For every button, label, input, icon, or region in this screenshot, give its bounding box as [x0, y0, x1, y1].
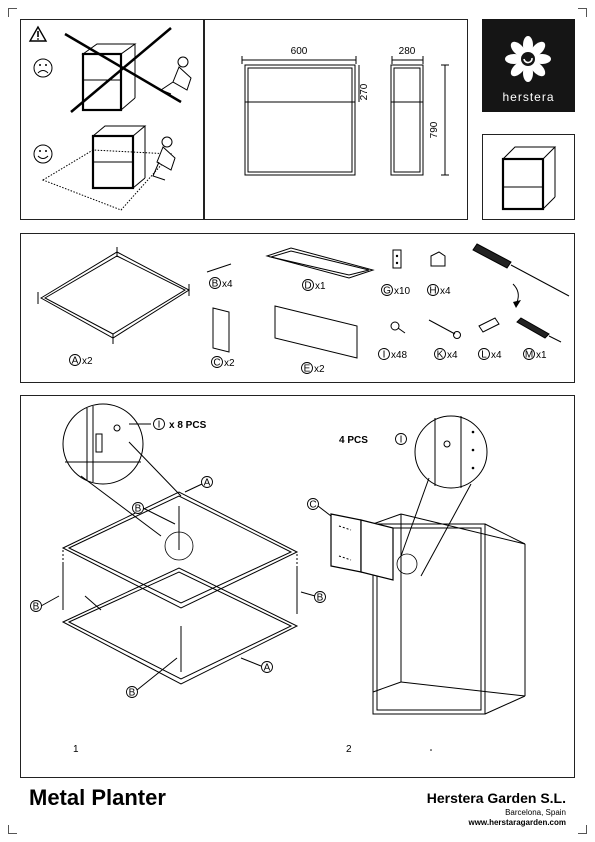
depth-dimension: 280: [399, 46, 416, 57]
part-m-screwdriver: [472, 243, 570, 343]
svg-text:C: C: [309, 500, 316, 511]
crop-mark-br: [578, 825, 587, 834]
part-k-long-screw: [428, 319, 461, 339]
step2-planter-drawing: [330, 513, 526, 715]
crop-mark-tr: [578, 8, 587, 17]
wrong-assembly-illustration: [64, 27, 192, 113]
width-dimension: 600: [291, 46, 308, 57]
svg-text:A: A: [204, 478, 211, 489]
svg-text:x4: x4: [222, 279, 233, 290]
svg-text:A: A: [72, 356, 79, 367]
company-city: Barcelona, Spain: [505, 808, 566, 817]
svg-text:x4: x4: [440, 286, 451, 297]
dimensions-panel: 600 270 280 790: [204, 19, 468, 220]
svg-text:B: B: [317, 593, 324, 604]
step1-frame-drawing: [61, 491, 299, 685]
part-i-screw: [390, 321, 406, 334]
step1-number: 1: [73, 744, 79, 755]
svg-text:A: A: [264, 663, 271, 674]
part-h-corner: [430, 251, 446, 267]
svg-text:L: L: [481, 350, 487, 361]
svg-text:4 PCS: 4 PCS: [339, 435, 368, 446]
part-l-wall-plug: [478, 317, 500, 333]
part-g-label: G x10: [381, 284, 411, 297]
dimension-drawing: 600 270 280 790: [241, 46, 449, 176]
parts-panel: A x2 B x4 C x2 D x1: [20, 233, 575, 383]
step2-screw-callout: 4 PCS I: [339, 433, 407, 446]
svg-text:B: B: [212, 279, 219, 290]
svg-text:K: K: [437, 350, 444, 361]
part-c-label: C x2: [211, 356, 235, 369]
svg-text:x10: x10: [394, 286, 411, 297]
svg-text:x4: x4: [491, 350, 502, 361]
sad-face-icon: [33, 58, 53, 78]
warning-illustration: [28, 25, 192, 211]
step2-number: 2: [346, 744, 352, 755]
svg-text:x2: x2: [314, 364, 325, 375]
part-i-label: I x48: [378, 348, 408, 361]
step1-screw-callout: I x 8 PCS: [153, 418, 207, 431]
product-thumbnail-panel: [482, 134, 575, 220]
part-b-connector: [206, 263, 232, 273]
part-d-label: D x1: [302, 279, 326, 292]
svg-text:x1: x1: [315, 281, 326, 292]
svg-text:M: M: [525, 350, 533, 361]
svg-text:I: I: [158, 420, 161, 431]
svg-text:x2: x2: [82, 356, 93, 367]
step2-detail-magnifier: [400, 415, 488, 577]
crop-mark-tl: [8, 8, 17, 17]
assembly-drawing: I x 8 PCS A B: [30, 403, 526, 755]
part-k-label: K x4: [434, 348, 458, 361]
total-height-dimension: 790: [429, 121, 440, 138]
part-b-label: B x4: [209, 277, 233, 290]
svg-text:x48: x48: [391, 350, 408, 361]
part-a-frame: [37, 247, 190, 344]
upper-height-dimension: 270: [359, 83, 370, 100]
svg-text:C: C: [213, 358, 220, 369]
warning-panel: [20, 19, 204, 220]
svg-text:x2: x2: [224, 358, 235, 369]
flower-logo-icon: [505, 36, 551, 82]
svg-text:I: I: [383, 350, 386, 361]
planter-thumbnail: [501, 146, 557, 211]
assembly-panel: I x 8 PCS A B: [20, 395, 575, 778]
svg-text:x1: x1: [536, 350, 547, 361]
part-d-shelf: [265, 247, 375, 279]
part-a-label: A x2: [69, 354, 93, 367]
brand-logo: herstera: [482, 19, 575, 112]
happy-face-icon: [33, 144, 53, 164]
step2-part-label: C: [307, 498, 332, 517]
svg-text:x4: x4: [447, 350, 458, 361]
company-website[interactable]: www.herstaragarden.com: [468, 818, 566, 827]
part-h-label: H x4: [427, 284, 451, 297]
warning-icon: [28, 25, 48, 42]
company-name: Herstera Garden S.L.: [426, 790, 566, 806]
part-g-bracket: [392, 249, 402, 269]
correct-assembly-illustration: [41, 125, 176, 211]
product-title: Metal Planter: [29, 785, 166, 810]
step1-part-labels: A B B B B A: [30, 476, 326, 699]
svg-text:B: B: [33, 602, 40, 613]
part-e-long-panel: [274, 305, 358, 359]
step1-detail-magnifier: [62, 403, 182, 537]
svg-text:E: E: [304, 364, 311, 375]
svg-text:D: D: [304, 281, 311, 292]
svg-text:I: I: [400, 435, 403, 446]
svg-text:G: G: [383, 286, 391, 297]
parts-drawing: A x2 B x4 C x2 D x1: [37, 243, 570, 375]
part-m-label: M x1: [523, 348, 547, 361]
svg-text:x 8 PCS: x 8 PCS: [169, 420, 207, 431]
svg-text:B: B: [129, 688, 136, 699]
part-e-label: E x2: [301, 362, 325, 375]
brand-name: herstera: [502, 90, 555, 104]
part-l-label: L x4: [478, 348, 502, 361]
svg-text:B: B: [135, 504, 142, 515]
svg-text:H: H: [429, 286, 436, 297]
crop-mark-bl: [8, 825, 17, 834]
part-c-side-panel: [212, 307, 230, 353]
